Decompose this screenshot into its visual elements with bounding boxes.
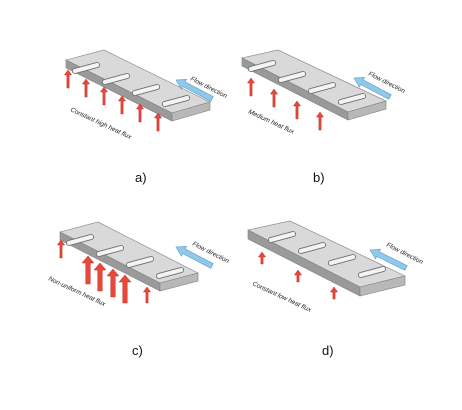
- flow-arrow: [175, 245, 214, 269]
- panel-label-d: d): [322, 343, 334, 358]
- channel-slot: [357, 266, 387, 278]
- heat-flux-arrow: [93, 262, 107, 292]
- channel-slot: [327, 254, 357, 266]
- heat-flux-arrow: [81, 255, 95, 285]
- flow-direction-arrow: [175, 245, 214, 269]
- panel-label-a: a): [135, 170, 147, 185]
- plate-a: [65, 49, 211, 122]
- channel-slot: [125, 256, 155, 268]
- heat-flux-arrow: [142, 286, 152, 304]
- heat-flux-arrow: [257, 251, 267, 265]
- panel-label-b: b): [313, 170, 325, 185]
- heat-flux-arrow: [118, 274, 132, 304]
- flow-direction-arrow: [369, 248, 408, 271]
- heat-flux-arrow: [315, 111, 325, 131]
- panel-b: Flow direction Medium heat flux: [241, 49, 406, 136]
- panel-label-c: c): [132, 343, 143, 358]
- plate-slots: [247, 60, 367, 105]
- heat-flux-arrow: [99, 86, 109, 106]
- plate-b: [241, 49, 387, 121]
- heat-flux-arrow: [329, 286, 339, 300]
- channel-slot: [65, 234, 95, 246]
- channel-slot: [161, 95, 191, 107]
- heat-flux-arrow: [269, 88, 279, 108]
- plate-side: [347, 100, 387, 121]
- flow-direction-label: Flow direction: [367, 71, 406, 96]
- channel-slot: [131, 84, 161, 96]
- channel-slot: [155, 267, 185, 279]
- plate-slots: [71, 62, 191, 107]
- heat-arrows: [56, 239, 152, 304]
- heat-flux-arrow: [106, 268, 120, 298]
- heat-flux-arrow: [293, 269, 303, 283]
- plate-side: [171, 101, 211, 122]
- panel-a: Flow direction Constant high heat flux: [63, 49, 228, 141]
- channel-slot: [307, 82, 337, 94]
- channel-slot: [95, 245, 125, 257]
- heat-flux-label: Constant low heat flux: [251, 280, 313, 314]
- plate-c: [59, 221, 199, 292]
- flow-arrow: [369, 248, 408, 271]
- heat-arrows: [63, 69, 163, 132]
- plate-slots: [267, 231, 387, 278]
- heat-arrows: [257, 251, 339, 300]
- channel-slot: [101, 73, 131, 85]
- channel-slot: [297, 242, 327, 254]
- heat-flux-arrow: [153, 112, 163, 132]
- panel-d: Flow direction Constant low heat flux: [247, 220, 424, 314]
- heat-flux-label: Constant high heat flux: [69, 106, 133, 141]
- channel-slot: [247, 60, 277, 72]
- flow-direction-arrow: [353, 76, 392, 100]
- channel-slot: [277, 71, 307, 83]
- heat-flux-arrow: [246, 77, 256, 97]
- heat-flux-arrow: [292, 100, 302, 120]
- heat-flux-arrow: [56, 239, 66, 259]
- channel-slot: [71, 62, 101, 74]
- heat-flux-arrow: [81, 78, 91, 98]
- plate-side: [159, 272, 199, 292]
- heat-flux-arrow: [135, 103, 145, 123]
- panel-c: Flow direction Non-uniform heat flux: [47, 221, 230, 308]
- flow-direction-arrow: [175, 78, 214, 102]
- flow-arrow: [353, 76, 392, 100]
- plate-side: [359, 275, 406, 297]
- heat-flux-arrow: [63, 69, 73, 89]
- plate-slots: [65, 234, 185, 279]
- flow-arrow: [175, 78, 214, 102]
- heat-flux-label: Medium heat flux: [247, 108, 295, 136]
- plate-d: [247, 220, 406, 297]
- heat-flux-arrow: [117, 95, 127, 115]
- flow-direction-label: Flow direction: [191, 241, 230, 266]
- heat-arrows: [246, 77, 325, 131]
- channel-slot: [337, 93, 367, 105]
- channel-slot: [267, 231, 297, 243]
